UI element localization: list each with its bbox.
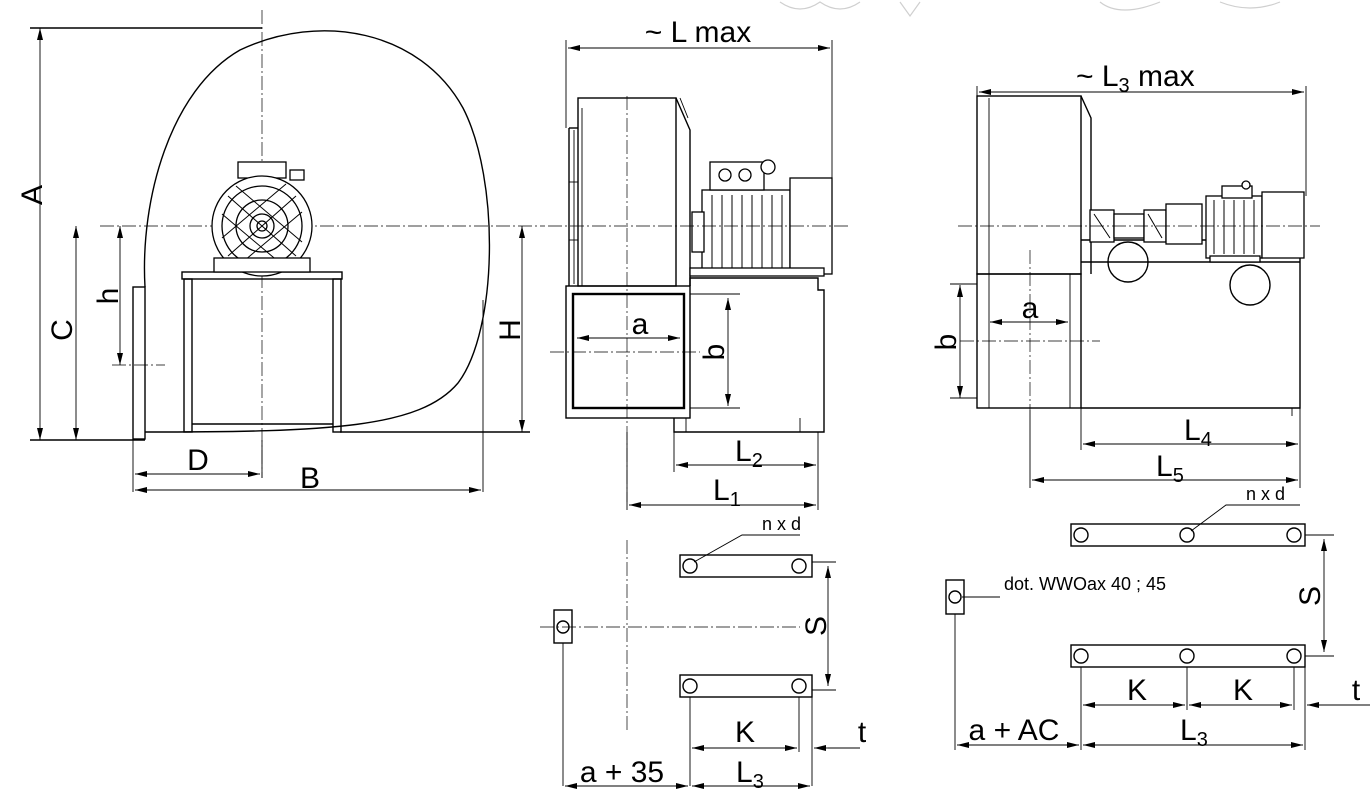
dim-b-side-label: b: [698, 344, 731, 361]
side-view: ~ L max a b L2 L1: [548, 16, 850, 511]
label-nxd-right: n x d: [1246, 484, 1285, 504]
label-nxd-left: n x d: [762, 514, 801, 534]
dim-L1-label: L1: [713, 474, 741, 511]
dim-S-left-label: S: [800, 616, 833, 636]
motor-front: [211, 161, 313, 277]
volute-housing: [143, 30, 491, 433]
watermark: [779, 1, 1281, 18]
foot-rail-top-right: [1070, 523, 1306, 547]
long-view: ~ L3 max a b L4 L5: [930, 60, 1320, 488]
dim-a-side-label: a: [632, 308, 649, 341]
dim-b-long-label: b: [930, 334, 963, 351]
foot-rail-bottom: [679, 674, 813, 698]
motor-side: [689, 159, 833, 277]
dim-L2-label: L2: [735, 435, 763, 472]
foot-plan-left: n x d S K t a + 35 L3: [540, 514, 867, 792]
label-dot-note: dot. WWOax 40 ; 45: [1004, 574, 1166, 594]
motor-long: [1205, 180, 1305, 263]
dim-lmax-label: ~ L max: [645, 16, 751, 49]
dim-h-label: h: [92, 288, 125, 305]
dim-L5-label: L5: [1156, 450, 1184, 487]
foot-rail-top: [679, 554, 813, 578]
dim-K-left-label: K: [735, 716, 755, 749]
dim-aac-label: a + AC: [969, 714, 1060, 747]
outlet-flange: [132, 286, 146, 440]
dim-t-left-label: t: [858, 716, 867, 749]
dim-K2-right-label: K: [1233, 674, 1253, 707]
dim-H-label: H: [494, 319, 527, 341]
dim-A-label: A: [16, 185, 49, 205]
inlet-flange-inner: [571, 292, 686, 410]
dim-l3max-label: ~ L3 max: [1076, 60, 1195, 97]
foot-rail-bottom-right: [1070, 644, 1306, 668]
fan-housing-long: [976, 95, 1082, 275]
dim-a35-label: a + 35: [580, 756, 664, 789]
dim-D-label: D: [187, 444, 209, 477]
dim-B-label: B: [300, 462, 320, 495]
dim-S-right-label: S: [1294, 586, 1327, 606]
dim-L3-right-label: L3: [1180, 714, 1208, 751]
dim-L4-label: L4: [1184, 414, 1212, 451]
dim-K1-right-label: K: [1127, 674, 1147, 707]
dim-L3-left-label: L3: [736, 756, 764, 792]
dim-t-right-label: t: [1352, 674, 1361, 707]
front-view: A C h H D B: [16, 10, 545, 495]
dim-C-label: C: [46, 319, 79, 341]
foot-plan-right: n x d dot. WWOax 40 ; 45 S K K t a + AC …: [945, 484, 1370, 751]
motor-stand: [181, 271, 343, 433]
dim-a-long-label: a: [1022, 292, 1039, 325]
bearing-coupling: [1089, 203, 1203, 245]
